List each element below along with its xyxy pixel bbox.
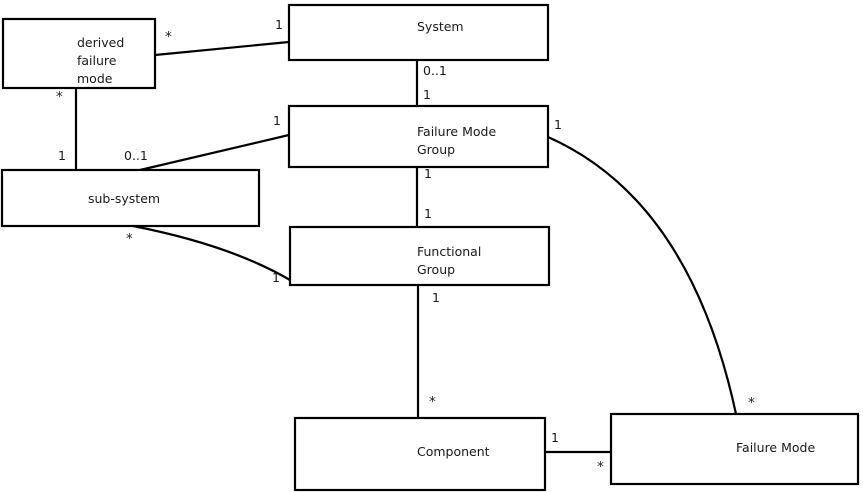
association-line-failure-mode-group--failure-mode[interactable] (547, 135, 738, 415)
mult-system-fmg-source: 0..1 (423, 63, 447, 78)
mult-fg-subsystem-target: 1 (272, 270, 280, 285)
class-box-failure-mode[interactable]: Failure Mode (609, 412, 860, 486)
mult-fmg-fm-source: 1 (554, 117, 562, 132)
class-name-line: Failure Mode (736, 440, 815, 455)
class-name-line: derived (77, 35, 124, 50)
class-name-label-derived-failure-mode: derived failure mode (77, 35, 124, 86)
mult-subsystem-dfm-target: 1 (58, 148, 66, 163)
mult-fm-fmg-target: * (748, 395, 755, 411)
mult-fg-fmg-target: 1 (424, 206, 432, 221)
class-name-line: Group (417, 142, 455, 157)
mult-component-fg-target: * (429, 394, 436, 410)
class-box-derived-failure-mode[interactable]: derived failure mode (1, 17, 157, 90)
class-box-sub-system[interactable]: sub-system (0, 168, 261, 228)
mult-subsystem-fg-source: * (126, 231, 133, 247)
class-box-border-system (287, 3, 550, 62)
class-box-border-component (293, 416, 547, 492)
association-line-sub-system--functional-group[interactable] (132, 224, 291, 281)
mult-system-dfm-target: 1 (275, 17, 283, 32)
class-box-border-functional-group (288, 225, 551, 287)
multiplicity-labels-layer: * 1 0..1 1 * 1 1 0..1 1 1 * 1 1 * 1 * 1 * (56, 17, 755, 475)
mult-dfm-subsystem-source: * (56, 89, 63, 105)
mult-fmg-subsystem-source: 1 (273, 113, 281, 128)
class-name-line: System (417, 19, 464, 34)
class-box-border-failure-mode-group (287, 104, 550, 169)
class-name-label-sub-system: sub-system (88, 191, 160, 206)
class-box-component[interactable]: Component (293, 416, 547, 492)
association-line-derived-failure-mode--system[interactable] (154, 40, 290, 57)
class-name-label-system: System (417, 19, 464, 34)
class-name-line: mode (77, 71, 113, 86)
class-name-line: Failure Mode (417, 124, 496, 139)
class-box-border-derived-failure-mode (1, 17, 157, 90)
class-box-system[interactable]: System (287, 3, 550, 62)
mult-component-fm-source: 1 (551, 430, 559, 445)
mult-fmg-system-target: 1 (423, 87, 431, 102)
mult-subsystem-fmg-target: 0..1 (124, 148, 148, 163)
class-name-line: Component (417, 444, 490, 459)
mult-fmg-fg-source: 1 (424, 166, 432, 181)
mult-dfm-system-source: * (165, 29, 172, 45)
class-name-label-component: Component (417, 444, 490, 459)
class-name-label-failure-mode: Failure Mode (736, 440, 815, 455)
association-line-sub-system--failure-mode-group[interactable] (139, 133, 290, 172)
relationship-lines-layer (74, 40, 738, 454)
class-name-line: Group (417, 262, 455, 277)
mult-fm-component-target: * (597, 459, 604, 475)
mult-fg-component-source: 1 (432, 290, 440, 305)
class-name-line: failure (77, 53, 117, 68)
class-box-border-failure-mode (609, 412, 860, 486)
class-name-line: sub-system (88, 191, 160, 206)
class-name-line: Functional (417, 244, 481, 259)
class-box-border-sub-system (0, 168, 261, 228)
